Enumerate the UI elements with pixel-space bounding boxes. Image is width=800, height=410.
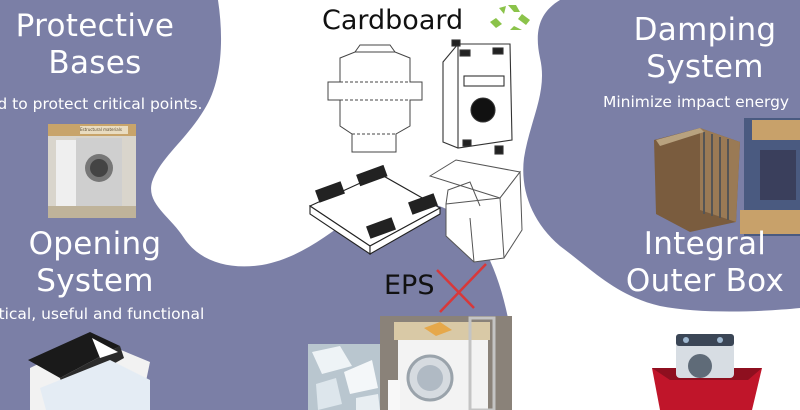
packaging-photo-label: Estructural materials — [80, 127, 122, 132]
eps-label: EPS — [384, 270, 435, 301]
cardboard-net-drawing — [327, 44, 423, 153]
damping-system-title-line: Damping System — [633, 12, 777, 85]
protective-bases-subtitle: ned to protect critical points. — [0, 95, 203, 113]
protective-bases-title: Protective Bases — [0, 8, 190, 82]
pallet-base-drawing — [308, 164, 442, 256]
open-box-drawing — [428, 159, 523, 263]
opening-system-subtitle: ctical, useful and functional — [0, 305, 205, 323]
eps-cross-icon — [436, 263, 487, 313]
damping-system-subtitle: Minimize impact energy — [603, 93, 790, 111]
integral-outer-box-title-line: Integral Outer Box — [625, 226, 785, 299]
cardboard-label: Cardboard — [322, 5, 464, 36]
integral-outer-box-photo — [652, 334, 762, 410]
protective-bases-title-line: Protective Bases — [15, 8, 175, 81]
washer-outline-drawing — [442, 39, 513, 155]
damping-system-title: Damping System — [615, 12, 795, 86]
eps-pieces-photo — [308, 344, 380, 410]
opening-system-title-line: Opening System — [28, 226, 162, 299]
opening-system-title: Opening System — [0, 226, 190, 300]
opening-system-photo — [28, 332, 150, 410]
eps-washer-photo — [380, 316, 512, 410]
recycle-icon — [490, 5, 530, 30]
protective-bases-photo — [48, 124, 136, 218]
damping-system-photo — [654, 118, 800, 236]
left-blob — [0, 0, 512, 410]
integral-outer-box-title: Integral Outer Box — [615, 226, 795, 300]
